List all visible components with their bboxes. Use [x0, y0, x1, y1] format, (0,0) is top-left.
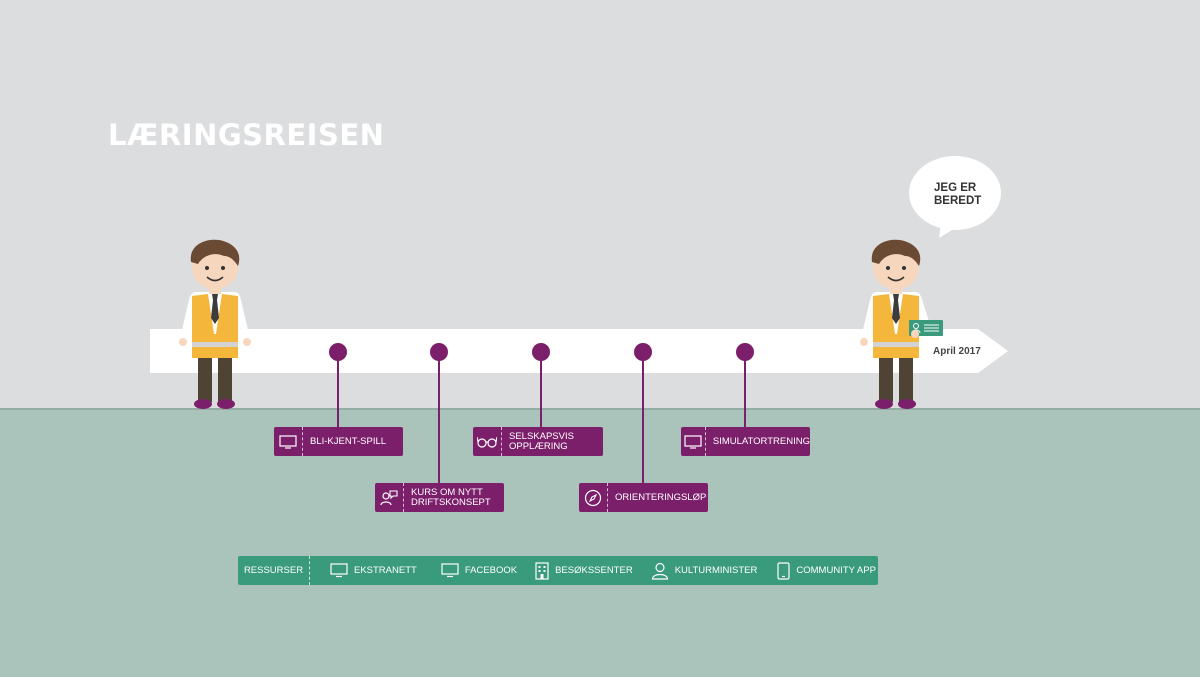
step-connector: [540, 352, 542, 428]
timeline-dot: [736, 343, 754, 361]
resources-bar: RESSURSER EKSTRANETT FACEBOOK BESØKSSENT…: [238, 556, 878, 585]
resource-community-app[interactable]: COMMUNITY APP: [777, 561, 876, 580]
person-icon: [651, 562, 668, 580]
resource-facebook[interactable]: FACEBOOK: [441, 563, 517, 578]
person-start-illustration: [179, 239, 251, 409]
compass-icon: [579, 483, 608, 512]
resource-besokssenter[interactable]: BESØKSSENTER: [535, 561, 633, 580]
resource-label: BESØKSSENTER: [555, 565, 633, 576]
step-connector: [744, 352, 746, 428]
monitor-icon: [681, 427, 706, 456]
resource-label: KULTURMINISTER: [674, 565, 758, 576]
step-connector: [337, 352, 339, 428]
timeline-arrow: [150, 329, 1008, 373]
monitor-icon: [330, 563, 348, 578]
resource-ekstranett[interactable]: EKSTRANETT: [330, 563, 417, 578]
timeline-dot: [329, 343, 347, 361]
timeline-date: April 2017: [933, 346, 981, 357]
step-label: BLI-KJENT-SPILL: [310, 435, 387, 447]
monitor-icon: [441, 563, 459, 578]
step-card-selskapsvis-opplaering[interactable]: SELSKAPSVIS OPPLÆRING: [473, 427, 603, 456]
monitor-icon: [274, 427, 303, 456]
step-connector: [438, 352, 440, 484]
step-label: SIMULATORTRENING: [712, 435, 810, 447]
resource-kulturminister[interactable]: KULTURMINISTER: [651, 562, 758, 580]
step-card-simulatortrening[interactable]: SIMULATORTRENING: [681, 427, 810, 456]
resource-label: FACEBOOK: [464, 565, 518, 576]
step-card-kurs-om-nytt-driftskonsept[interactable]: KURS OM NYTT DRIFTSKONSEPT: [375, 483, 504, 512]
timeline-dot: [634, 343, 652, 361]
timeline-dot: [430, 343, 448, 361]
resource-label: EKSTRANETT: [354, 565, 417, 576]
step-connector: [642, 352, 644, 484]
building-icon: [535, 561, 549, 580]
step-label: KURS OM NYTT DRIFTSKONSEPT: [411, 486, 491, 508]
step-label: ORIENTERINGSLØP: [615, 491, 707, 503]
speech-bubble: [909, 156, 1001, 238]
glasses-icon: [473, 427, 502, 456]
chat-person-icon: [375, 483, 404, 512]
timeline-dot: [532, 343, 550, 361]
person-end-illustration: [860, 239, 943, 409]
resources-label: RESSURSER: [238, 556, 310, 585]
page-title: LÆRINGSREISEN: [108, 118, 385, 152]
step-card-bli-kjent-spill[interactable]: BLI-KJENT-SPILL: [274, 427, 403, 456]
step-card-orienteringslop[interactable]: ORIENTERINGSLØP: [579, 483, 708, 512]
resource-label: COMMUNITY APP: [796, 565, 876, 576]
tablet-icon: [777, 561, 790, 580]
step-label: SELSKAPSVIS OPPLÆRING: [509, 430, 574, 452]
speech-bubble-text: JEG ER BEREDT: [934, 182, 982, 207]
